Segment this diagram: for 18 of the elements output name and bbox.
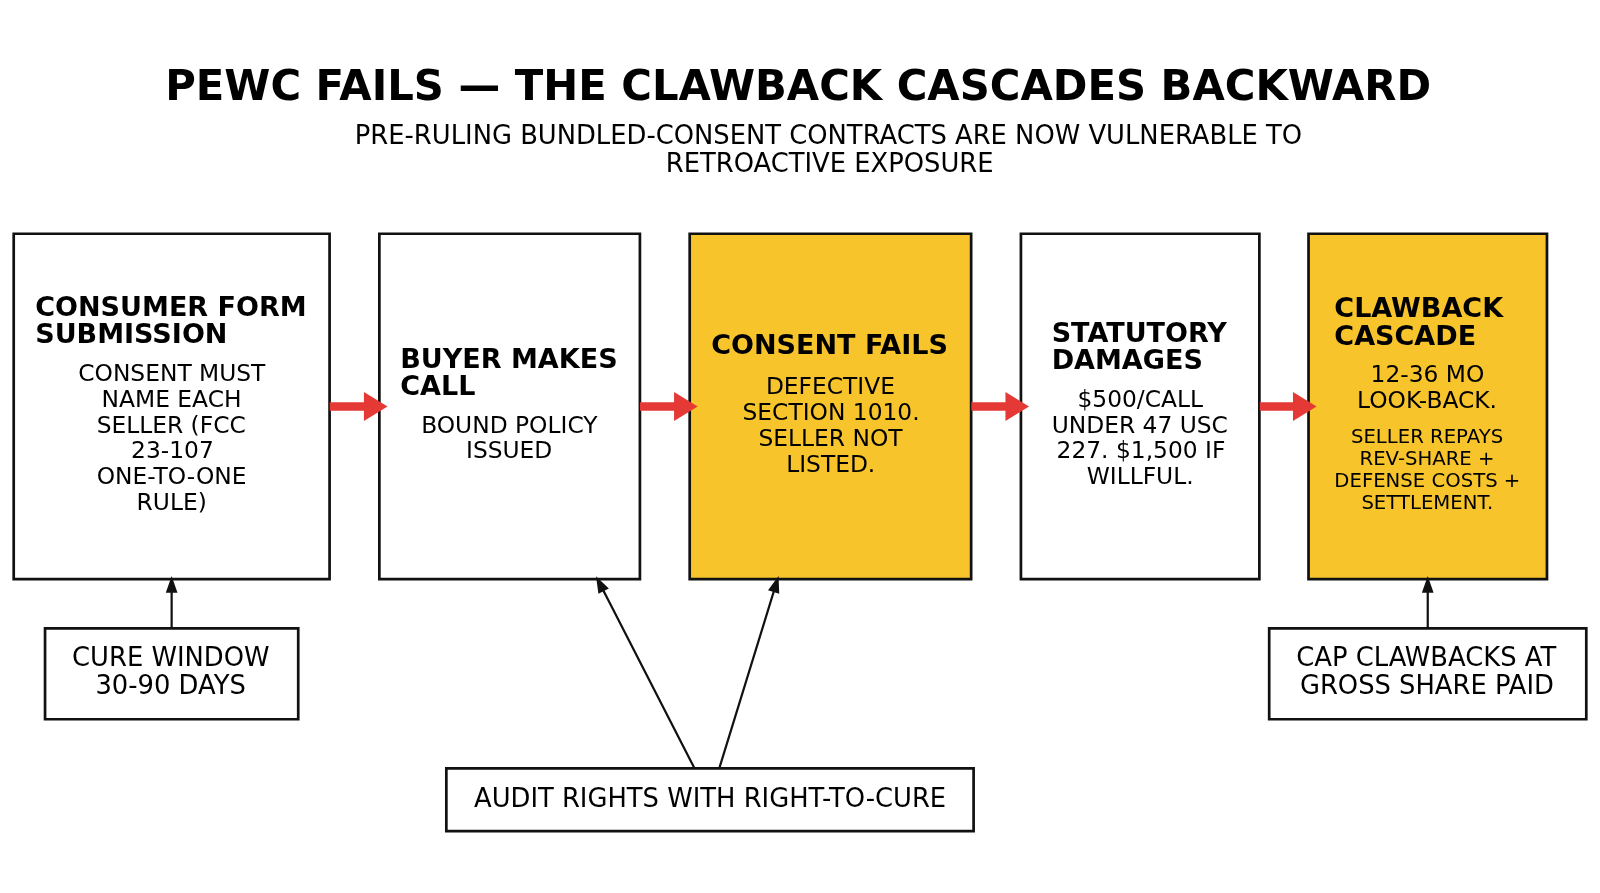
node-box: CONSUMER FORM SUBMISSION CONSENT MUST NAME EACH SELLER (FCC 23-107 ONE-TO-ONE RULE) xyxy=(12,231,331,580)
node-box: CLAWBACK CASCADE 12-36 MO LOOK-BACK. SELLER REPAYS REV-SHARE + DEFENSE COSTS + SETTLEMENT. xyxy=(1307,231,1549,580)
diagram-title: PEWC FAILS — THE CLAWBACK CASCADES BACKWARD xyxy=(165,60,1432,110)
arrow xyxy=(718,575,780,768)
node-box: CURE WINDOW 30-90 DAYS xyxy=(43,626,300,721)
arrow xyxy=(971,391,1030,421)
arrow xyxy=(165,575,178,628)
arrow xyxy=(639,391,698,421)
node-box: BUYER MAKES CALL BOUND POLICY ISSUED xyxy=(378,231,642,580)
arrow xyxy=(1421,575,1434,628)
arrow xyxy=(1259,391,1317,421)
node-box: AUDIT RIGHTS WITH RIGHT-TO-CURE xyxy=(445,766,975,832)
arrow xyxy=(329,391,388,421)
node-box: CONSENT FAILS DEFECTIVE SECTION 1010. SELLER NOT LISTED. xyxy=(688,231,973,580)
arrow xyxy=(596,575,696,769)
label: PRE-RULING BUNDLED-CONSENT CONTRACTS ARE NOW VULNERABLE TO RETROACTIVE EXPOSURE xyxy=(354,119,1303,178)
node-box: STATUTORY DAMAGES $500/CALL UNDER 47 USC 227. $1,500 IF WILLFUL. xyxy=(1019,231,1261,580)
node-box: CAP CLAWBACKS AT GROSS SHARE PAID xyxy=(1267,626,1588,721)
